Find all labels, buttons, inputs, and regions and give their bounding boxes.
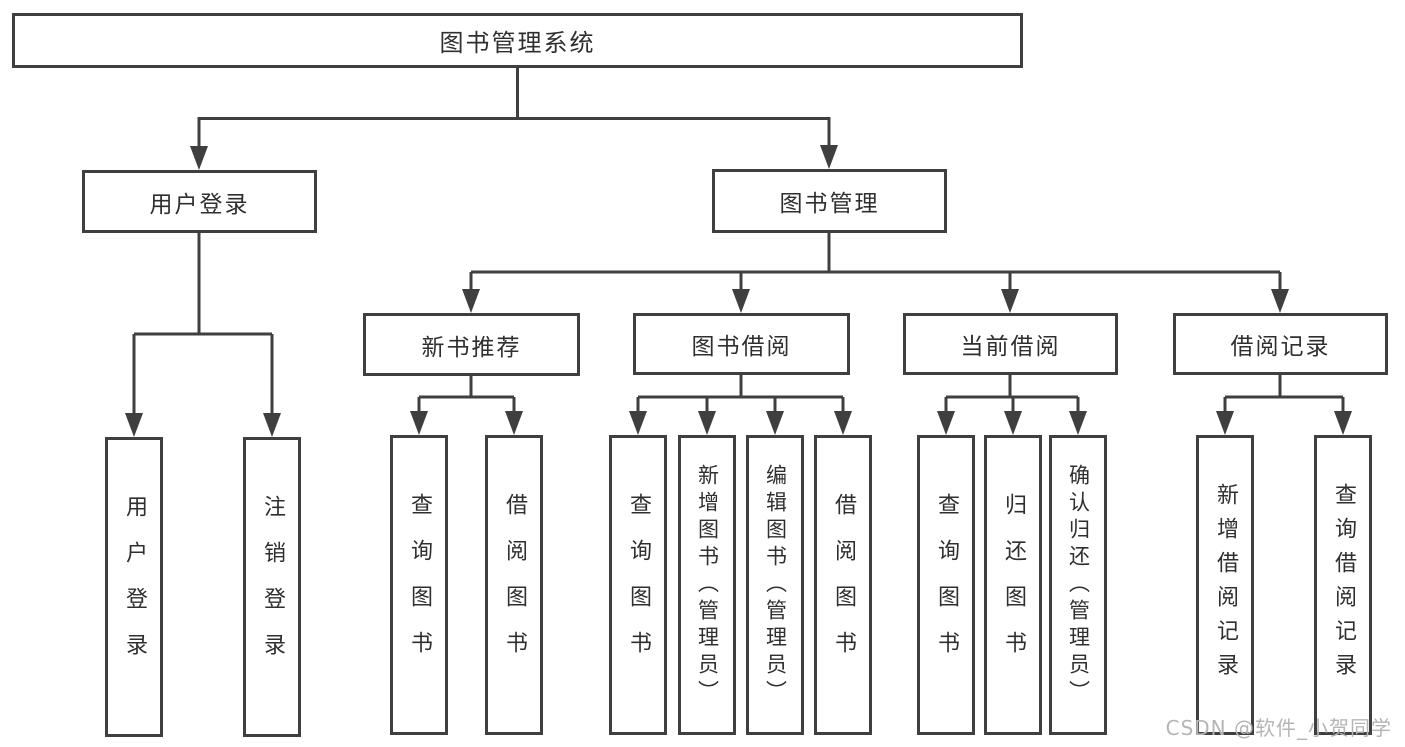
- leaf-logout-login: 注销登录: [243, 437, 301, 737]
- leaf-borrow-books-recommend: 借阅图书: [485, 435, 543, 735]
- watermark: CSDN @软件_小贺同学: [1165, 716, 1392, 740]
- node-current-borrowing: 当前借阅: [903, 313, 1118, 375]
- node-user-login: 用户登录: [82, 170, 317, 233]
- leaf-query-books-recommend: 查询图书: [390, 435, 448, 735]
- node-library-system: 图书管理系统: [12, 13, 1023, 68]
- leaf-borrow-books: 借阅图书: [814, 435, 872, 735]
- node-book-borrowing: 图书借阅: [633, 313, 850, 375]
- leaf-add-book-admin: 新增图书（管理员）: [678, 435, 736, 735]
- leaf-query-books-borrow: 查询图书: [609, 435, 667, 735]
- leaf-return-books: 归还图书: [984, 435, 1042, 735]
- leaf-edit-book-admin: 编辑图书（管理员）: [746, 435, 804, 735]
- leaf-query-books-current: 查询图书: [917, 435, 975, 735]
- node-book-management: 图书管理: [712, 169, 947, 233]
- node-new-book-recommendation: 新书推荐: [363, 313, 580, 376]
- leaf-query-borrow-record: 查询借阅记录: [1314, 435, 1372, 735]
- leaf-user-login: 用户登录: [105, 437, 163, 737]
- leaf-add-borrow-record: 新增借阅记录: [1196, 435, 1254, 735]
- leaf-confirm-return-admin: 确认归还（管理员）: [1049, 435, 1107, 735]
- node-borrowing-records: 借阅记录: [1173, 313, 1388, 375]
